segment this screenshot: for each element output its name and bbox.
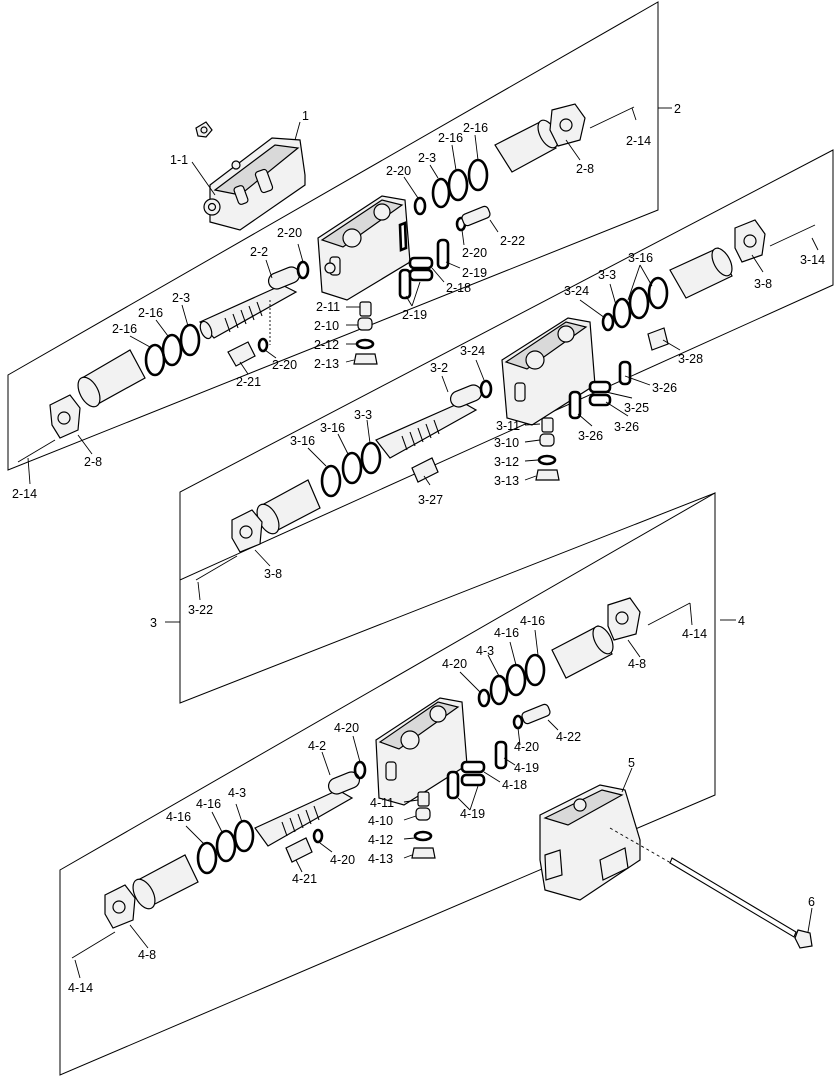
label-4-16: 4-16: [166, 810, 191, 824]
label-4: 4: [738, 614, 745, 628]
label-4-21: 4-21: [292, 872, 317, 886]
label-2-13: 2-13: [314, 357, 339, 371]
label-4-13: 4-13: [368, 852, 393, 866]
section-2-parts: [17, 103, 635, 463]
label-3-14: 3-14: [800, 253, 825, 267]
label-3-25: 3-25: [624, 401, 649, 415]
label-3-3: 3-3: [598, 268, 616, 282]
label-3-26: 3-26: [578, 429, 603, 443]
label-2-20: 2-20: [277, 226, 302, 240]
label-2-8: 2-8: [84, 455, 102, 469]
section-4-frame: [59, 492, 716, 1076]
label-6: 6: [808, 895, 815, 909]
leader-lines: [27, 107, 819, 979]
label-3-12: 3-12: [494, 455, 519, 469]
section-3-parts: [195, 219, 816, 581]
label-4-12: 4-12: [368, 833, 393, 847]
label-3-3: 3-3: [354, 408, 372, 422]
label-2-10: 2-10: [314, 319, 339, 333]
label-3-24: 3-24: [460, 344, 485, 358]
label-3-26: 3-26: [652, 381, 677, 395]
label-4-14: 4-14: [68, 981, 93, 995]
label-4-3: 4-3: [476, 644, 494, 658]
part-6-tie-bolt: [609, 827, 813, 949]
label-2-20: 2-20: [272, 358, 297, 372]
label-2-18: 2-18: [446, 281, 471, 295]
label-3-24: 3-24: [564, 284, 589, 298]
label-4-19: 4-19: [460, 807, 485, 821]
section-4-parts: [71, 597, 691, 959]
label-4-16: 4-16: [196, 797, 221, 811]
label-3-16: 3-16: [320, 421, 345, 435]
label-2-19: 2-19: [402, 308, 427, 322]
label-3-22: 3-22: [188, 603, 213, 617]
label-1-1: 1-1: [170, 153, 188, 167]
label-2-16: 2-16: [112, 322, 137, 336]
part-5-end-block: [539, 784, 641, 901]
label-2-8: 2-8: [576, 162, 594, 176]
label-3: 3: [150, 616, 157, 630]
label-2-16: 2-16: [463, 121, 488, 135]
section-2-frame: [7, 1, 659, 471]
label-2-3: 2-3: [418, 151, 436, 165]
label-4-10: 4-10: [368, 814, 393, 828]
label-3-13: 3-13: [494, 474, 519, 488]
label-2-20: 2-20: [386, 164, 411, 178]
label-4-8: 4-8: [628, 657, 646, 671]
label-4-16: 4-16: [520, 614, 545, 628]
label-3-11: 3-11: [496, 419, 520, 433]
label-2: 2: [674, 102, 681, 116]
label-3-16: 3-16: [628, 251, 653, 265]
label-4-2: 4-2: [308, 739, 326, 753]
label-4-20: 4-20: [330, 853, 355, 867]
label-2-20: 2-20: [462, 246, 487, 260]
label-3-2: 3-2: [430, 361, 448, 375]
label-4-14: 4-14: [682, 627, 707, 641]
label-2-11: 2-11: [316, 300, 340, 314]
label-4-8: 4-8: [138, 948, 156, 962]
label-2-19: 2-19: [462, 266, 487, 280]
label-2-21: 2-21: [236, 375, 261, 389]
label-3-28: 3-28: [678, 352, 703, 366]
part-1-end-cover: [195, 121, 306, 231]
label-2-16: 2-16: [138, 306, 163, 320]
callout-labels: 1 1-1 2 2-14 2-8 2-16 2-16 2-3 2-20 2-22…: [12, 102, 825, 995]
label-4-22: 4-22: [556, 730, 581, 744]
label-4-18: 4-18: [502, 778, 527, 792]
label-3-8: 3-8: [264, 567, 282, 581]
label-1: 1: [302, 109, 309, 123]
label-4-3: 4-3: [228, 786, 246, 800]
label-5: 5: [628, 756, 635, 770]
label-4-19: 4-19: [514, 761, 539, 775]
label-4-20: 4-20: [442, 657, 467, 671]
label-3-16: 3-16: [290, 434, 315, 448]
label-3-27: 3-27: [418, 493, 443, 507]
label-4-20: 4-20: [334, 721, 359, 735]
label-2-16: 2-16: [438, 131, 463, 145]
label-4-11: 4-11: [370, 796, 394, 810]
label-4-16: 4-16: [494, 626, 519, 640]
label-2-3: 2-3: [172, 291, 190, 305]
label-2-12: 2-12: [314, 338, 339, 352]
label-3-8: 3-8: [754, 277, 772, 291]
label-3-26: 3-26: [614, 420, 639, 434]
label-3-10: 3-10: [494, 436, 519, 450]
label-2-14: 2-14: [626, 134, 651, 148]
label-2-22: 2-22: [500, 234, 525, 248]
label-2-2: 2-2: [250, 245, 268, 259]
label-4-20: 4-20: [514, 740, 539, 754]
label-2-14: 2-14: [12, 487, 37, 501]
